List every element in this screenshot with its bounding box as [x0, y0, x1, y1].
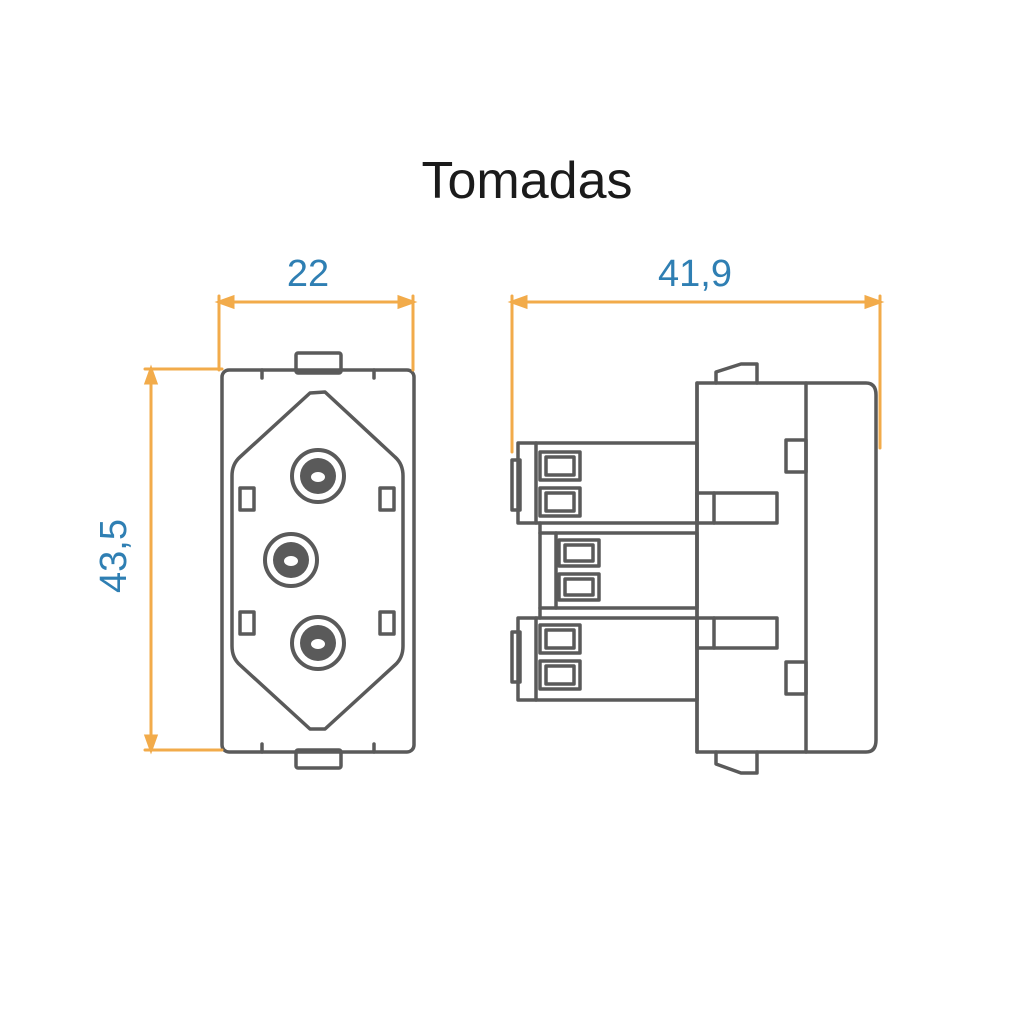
side-depth-label: 41,9 — [658, 253, 732, 295]
front-body-outline — [220, 351, 416, 770]
side-view: 41,9 — [507, 253, 885, 775]
diagram-title: Tomadas — [422, 152, 633, 210]
terminal-middle — [538, 521, 699, 620]
front-view: 22 43,5 — [93, 253, 418, 770]
terminal-top — [510, 441, 699, 525]
front-width-label: 22 — [287, 253, 329, 295]
side-body-outline — [695, 362, 878, 775]
socket-clips — [238, 486, 396, 636]
side-depth-dimension — [507, 294, 885, 454]
terminal-bottom — [510, 616, 699, 702]
pin-hole-middle — [263, 532, 319, 588]
pin-hole-bottom — [290, 615, 346, 671]
front-width-dimension — [214, 294, 418, 372]
socket-recess-outline — [230, 390, 405, 731]
pin-hole-top — [290, 448, 346, 504]
front-height-label: 43,5 — [93, 519, 135, 593]
front-height-dimension — [143, 364, 224, 755]
